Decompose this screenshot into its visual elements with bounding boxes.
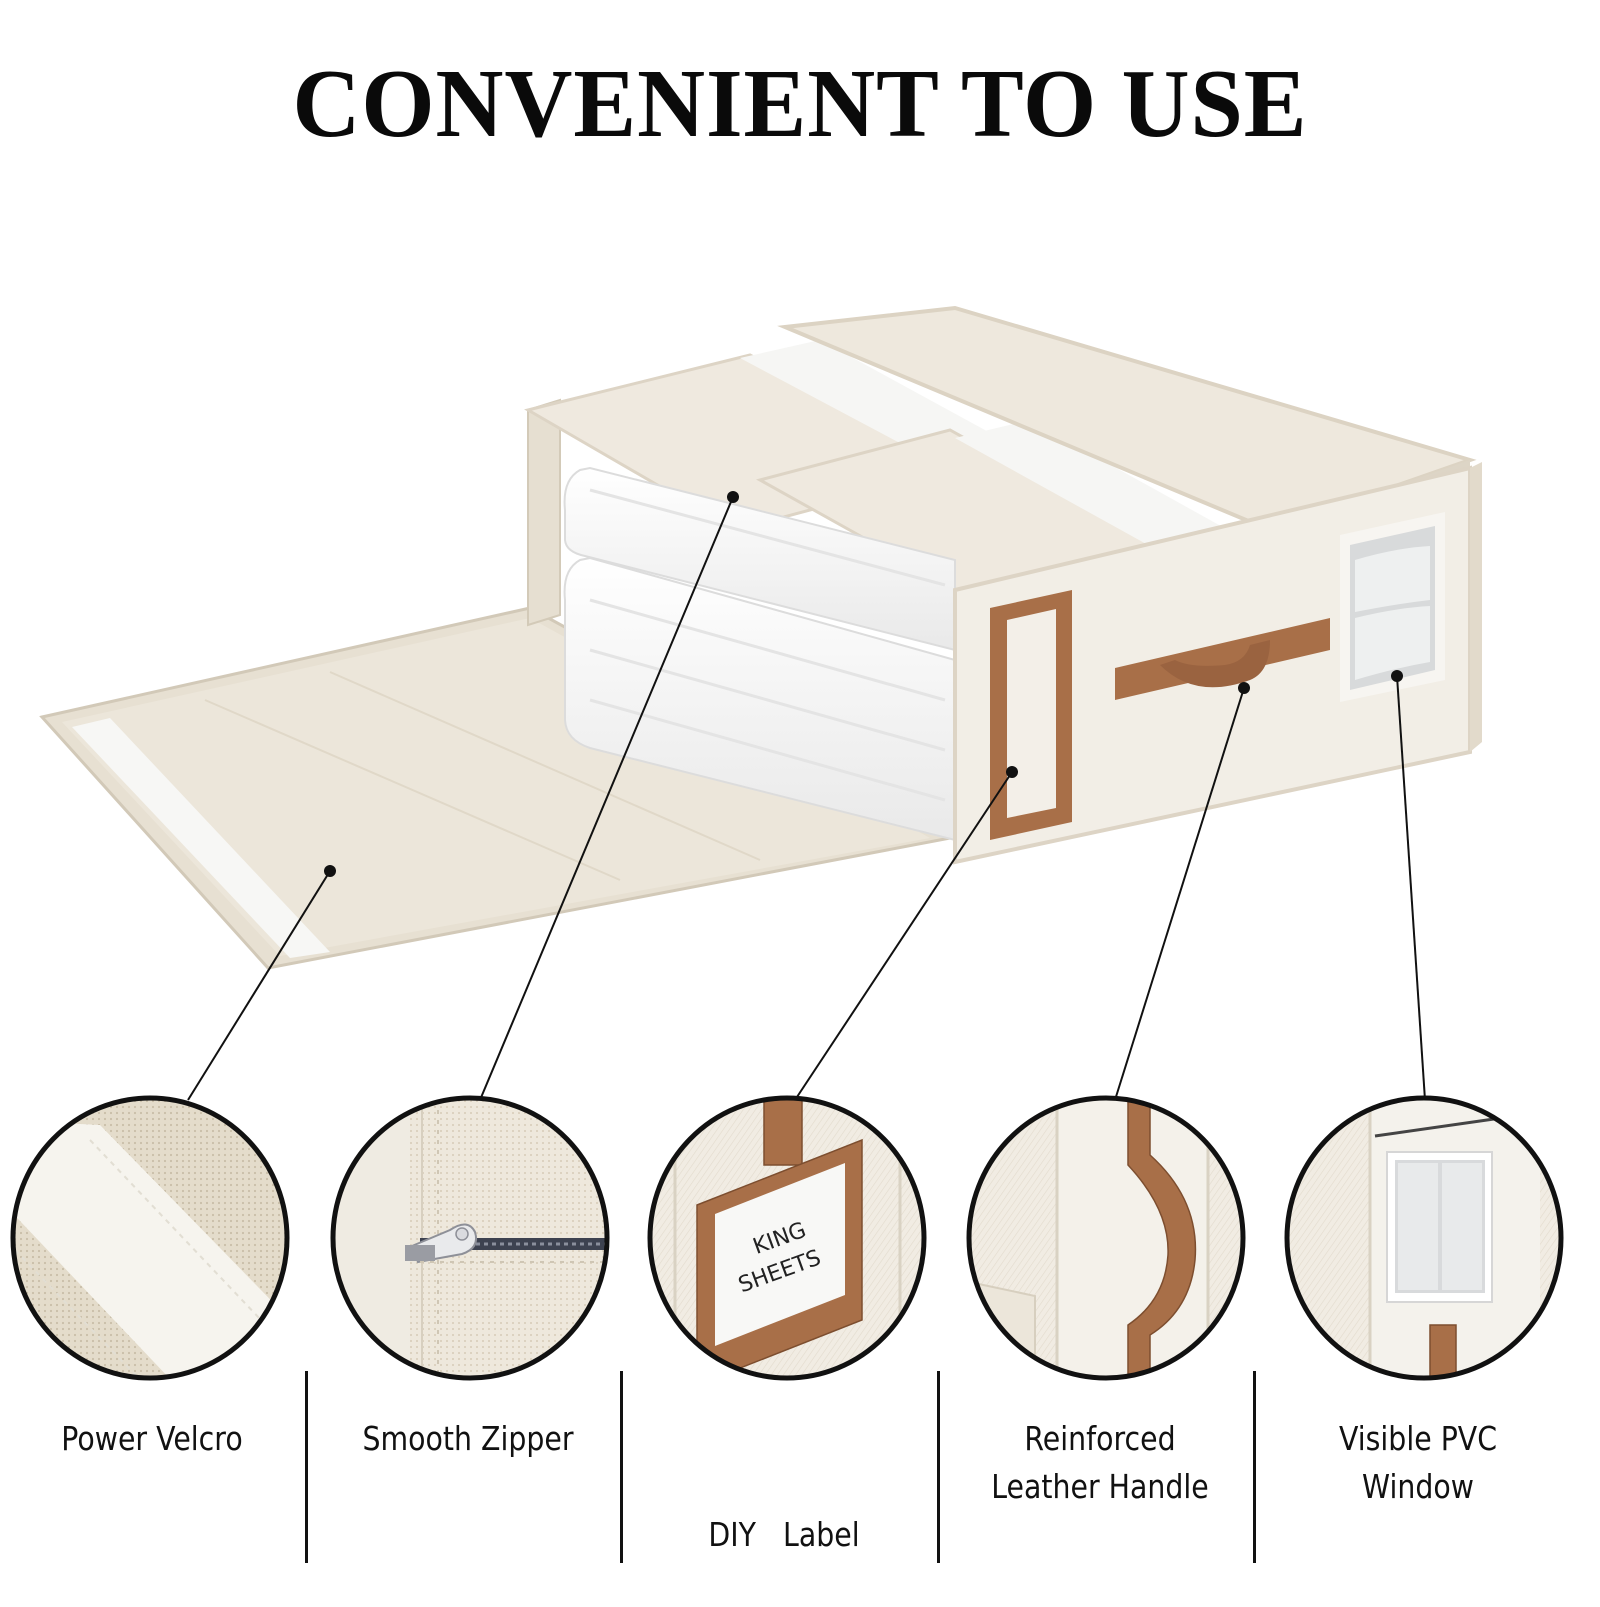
column-divider [937,1371,940,1563]
leather-handle [1115,618,1330,700]
open-flap [39,606,955,970]
callout-dots [324,491,1403,877]
handle-icon [966,1095,1246,1381]
callout-line-velcro [187,870,331,1101]
zipper-icon [330,1095,610,1381]
box-top [524,305,1477,602]
detail-circle-window [1284,1095,1564,1381]
handle-strap [1127,1099,1197,1378]
feature-label-handle-line2: Leather Handle [991,1467,1209,1506]
feature-label-diy: DIY Label [655,1415,913,1607]
detail-circle-label: KING SHEETS [647,1095,927,1381]
detail-circle-velcro [10,1095,290,1381]
column-divider [620,1371,623,1563]
callout-line-zipper [479,496,734,1101]
folded-sheets [563,466,956,842]
pvc-window [1340,512,1445,702]
feature-label-velcro-line1: Power Velcro [61,1419,243,1458]
callout-line-window [1396,675,1426,1101]
label-holder [990,590,1072,840]
feature-label-handle-line1: Reinforced [1024,1419,1176,1458]
feature-label-velcro: Power Velcro [23,1415,281,1463]
feature-label-zipper: Smooth Zipper [339,1415,597,1463]
feature-label-zipper-line1: Smooth Zipper [362,1419,574,1458]
detail-circle-zipper [330,1095,610,1381]
box-front [953,462,1482,865]
callout-line-label [794,771,1013,1101]
column-divider [305,1371,308,1563]
feature-label-window: Visible PVC Window [1289,1415,1547,1511]
column-divider [1253,1371,1256,1563]
feature-label-diy-line1: DIY Label [708,1515,860,1554]
feature-label-window-line2: Window [1362,1467,1474,1506]
box-left-wall [527,398,561,627]
label-icon [647,1095,927,1381]
velcro-strip [72,718,330,958]
feature-label-handle: Reinforced Leather Handle [971,1415,1229,1511]
feature-label-window-line1: Visible PVC [1338,1419,1498,1458]
window-icon [1284,1095,1564,1381]
callout-lines [187,496,1426,1101]
velcro-icon [10,1095,290,1381]
callout-line-handle [1114,687,1245,1101]
page-title: CONVENIENT TO USE [292,50,1308,158]
detail-circle-handle [966,1095,1246,1381]
